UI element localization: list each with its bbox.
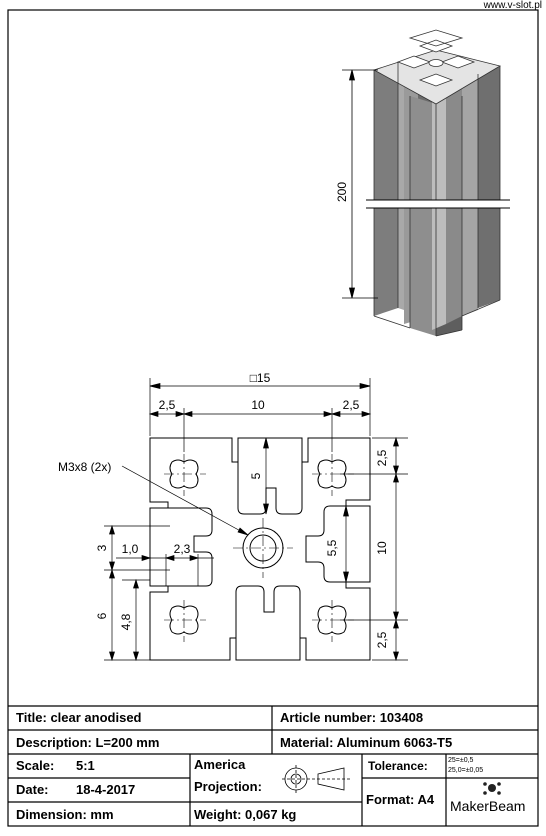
dim-left-6-label: 6 — [95, 612, 109, 619]
date-label: Date: — [16, 782, 49, 797]
tolerance-line-2: 25,0=±0,05 — [448, 767, 484, 774]
projection-symbol-icon — [282, 765, 350, 793]
scale-label: Scale: — [16, 758, 55, 773]
section-dimensions — [104, 378, 408, 662]
dimension-field: Dimension: mm — [16, 807, 114, 822]
title-block-grid — [8, 705, 538, 826]
scale-value: 5:1 — [76, 758, 95, 773]
website-url: www.v-slot.pl — [483, 0, 542, 11]
brand-name: MakerBeam — [450, 798, 526, 814]
projection-label-2: Projection: — [194, 779, 262, 794]
projection-label-1: America — [194, 757, 246, 772]
date-value: 18-4-2017 — [76, 782, 136, 797]
article-number-field: Article number: 103408 — [280, 710, 424, 725]
dim-left-3-label: 3 — [95, 544, 109, 551]
title-field: Title: clear anodised — [16, 710, 142, 725]
dim-slot-depth-label: 5 — [249, 472, 263, 479]
tolerance-line-1: 25=±0,5 — [448, 757, 474, 764]
height-dim-label: 200 — [335, 182, 349, 202]
material-field: Material: Aluminum 6063-T5 — [280, 735, 453, 750]
dim-center-top-label: 10 — [251, 398, 265, 412]
description-field: Description: L=200 mm — [16, 735, 160, 750]
format-field: Format: A4 — [366, 792, 435, 807]
thread-callout-label: M3x8 (2x) — [58, 460, 111, 474]
dim-left-4-8-label: 4,8 — [119, 613, 133, 630]
beam-3d-view — [366, 29, 510, 337]
tolerance-label: Tolerance: — [368, 759, 428, 773]
dim-right-upper-label: 2,5 — [375, 449, 389, 466]
dim-left-top-label: 2,5 — [159, 398, 176, 412]
dim-right-lower-label: 2,5 — [375, 631, 389, 648]
height-dimension — [342, 69, 378, 299]
center-lines — [164, 454, 354, 642]
makerbeam-logo-icon — [483, 782, 501, 795]
weight-field: Weight: 0,067 kg — [194, 807, 297, 822]
dim-right-top-label: 2,5 — [343, 398, 360, 412]
dim-right-total-label: 10 — [375, 541, 389, 555]
dim-left-2-3-label: 2,3 — [174, 542, 191, 556]
sheet-border — [7, 9, 539, 827]
dim-left-1-0-label: 1,0 — [122, 542, 139, 556]
dim-slot-width-label: 5,5 — [325, 539, 339, 556]
square-dim-label: □15 — [250, 371, 271, 385]
